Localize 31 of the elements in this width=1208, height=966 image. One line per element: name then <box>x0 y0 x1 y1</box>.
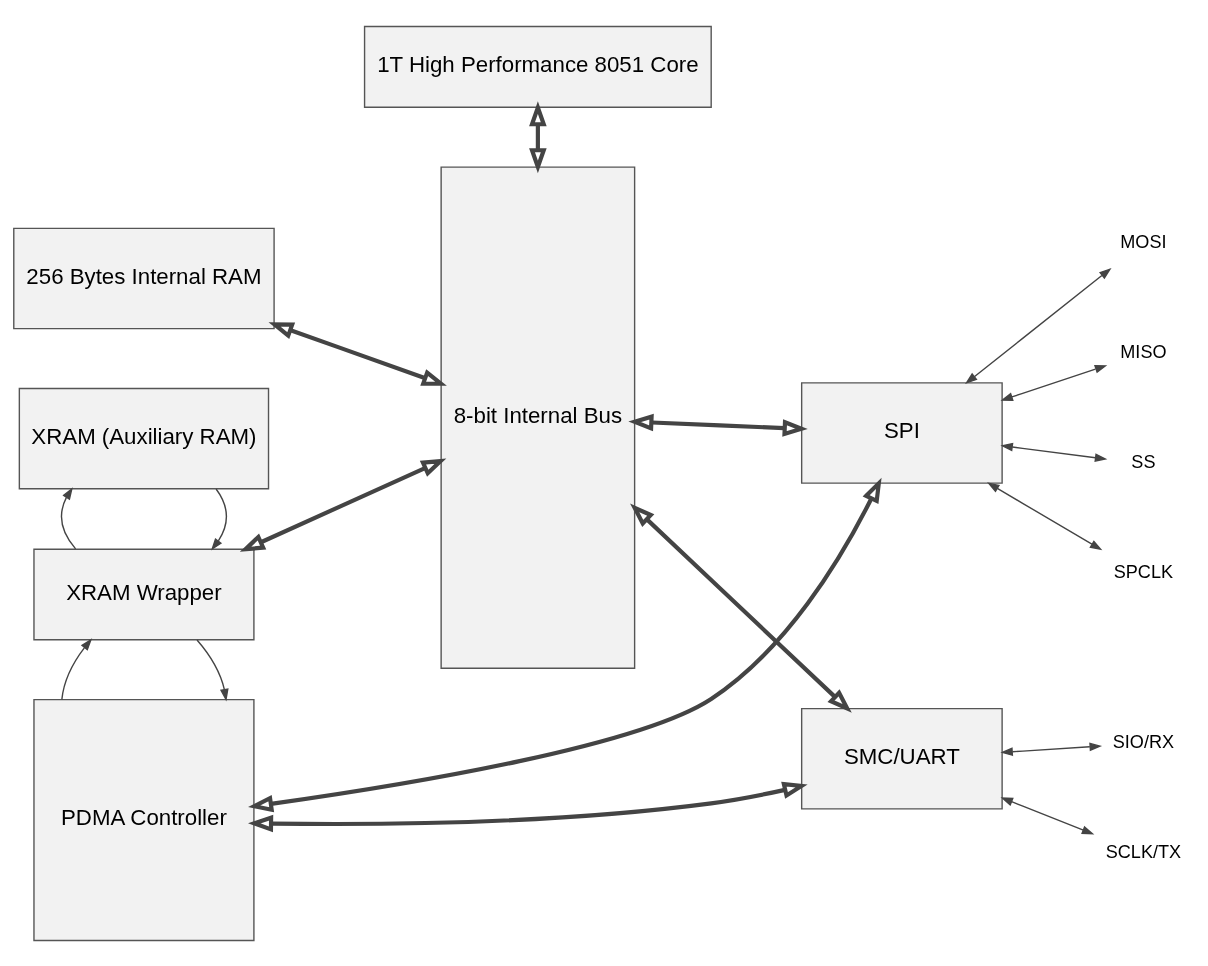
arrow <box>268 321 447 386</box>
node-box: SMC/UART <box>800 707 1003 810</box>
node-box: 8-bit Internal Bus <box>440 165 636 669</box>
arrow <box>248 781 808 832</box>
node-text: SPCLK <box>1113 561 1174 582</box>
arrow <box>61 637 93 700</box>
arrow <box>1000 741 1103 756</box>
node-text: MOSI <box>1120 231 1167 252</box>
arrow <box>248 477 882 812</box>
node-box: PDMA Controller <box>33 698 255 941</box>
arrow <box>239 457 447 552</box>
arrow <box>630 502 852 713</box>
node-text: SS <box>1131 451 1156 472</box>
arrow <box>196 638 229 701</box>
node-text: MISO <box>1120 341 1167 362</box>
arrow <box>1000 442 1108 462</box>
node-box: SPI <box>800 381 1003 484</box>
arrow <box>529 100 547 173</box>
arrow <box>211 487 228 550</box>
arrow <box>1000 364 1108 401</box>
node-box: 1T High Performance 8051 Core <box>363 25 712 108</box>
arrow <box>965 267 1112 384</box>
node-box: XRAM (Auxiliary RAM) <box>18 387 270 489</box>
node-text: SCLK/TX <box>1105 841 1182 862</box>
arrow <box>628 413 808 437</box>
node-box: 256 Bytes Internal RAM <box>13 227 275 329</box>
arrow <box>1000 796 1095 835</box>
arrow <box>60 486 77 550</box>
node-box: XRAM Wrapper <box>33 548 255 640</box>
arrow <box>987 481 1103 550</box>
node-text: SIO/RX <box>1112 731 1175 752</box>
